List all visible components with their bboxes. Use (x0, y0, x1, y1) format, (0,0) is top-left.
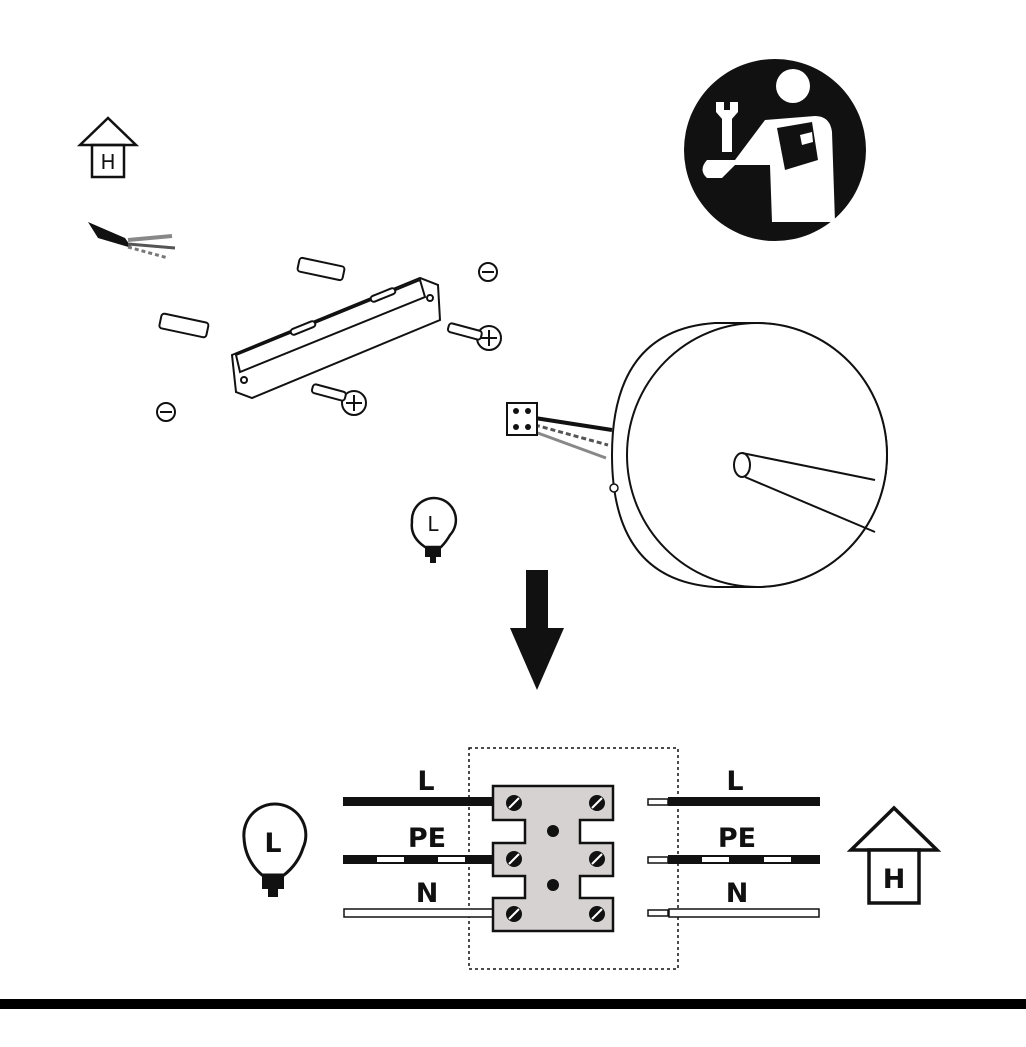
lamp-icon-large: L (242, 802, 308, 897)
house-icon-large: H (846, 805, 942, 905)
down-arrow-icon (510, 570, 564, 690)
wire-live-lamp (343, 797, 495, 806)
screw (156, 262, 502, 422)
mains-cable (88, 222, 176, 260)
lamp-wires-connector (506, 402, 613, 460)
wire-pe-lamp (343, 855, 495, 864)
lamp-letter-large: L (264, 828, 281, 859)
house-side-wires (647, 797, 820, 918)
wall-plug (158, 256, 346, 339)
wire-neutral-lamp (343, 908, 495, 918)
label-house-l: L (726, 766, 743, 797)
terminal-block (491, 784, 615, 933)
label-house-pe: PE (718, 823, 756, 854)
label-lamp-pe: PE (408, 823, 446, 854)
label-lamp-l: L (417, 766, 434, 797)
wire-neutral-house (668, 908, 820, 918)
house-icon: H (76, 116, 140, 179)
bottom-divider (0, 999, 1026, 1009)
label-house-n: N (726, 878, 749, 909)
wire-pe-house (668, 855, 820, 864)
label-lamp-n: N (416, 878, 439, 909)
mounting-bracket (230, 276, 442, 400)
house-letter-large: H (883, 864, 906, 895)
read-instructions-icon (684, 59, 866, 241)
ceiling-canopy (609, 322, 888, 588)
wire-live-house (668, 797, 820, 806)
lamp-icon-small: L (410, 496, 458, 563)
lamp-letter: L (427, 512, 439, 536)
house-letter: H (100, 150, 115, 174)
